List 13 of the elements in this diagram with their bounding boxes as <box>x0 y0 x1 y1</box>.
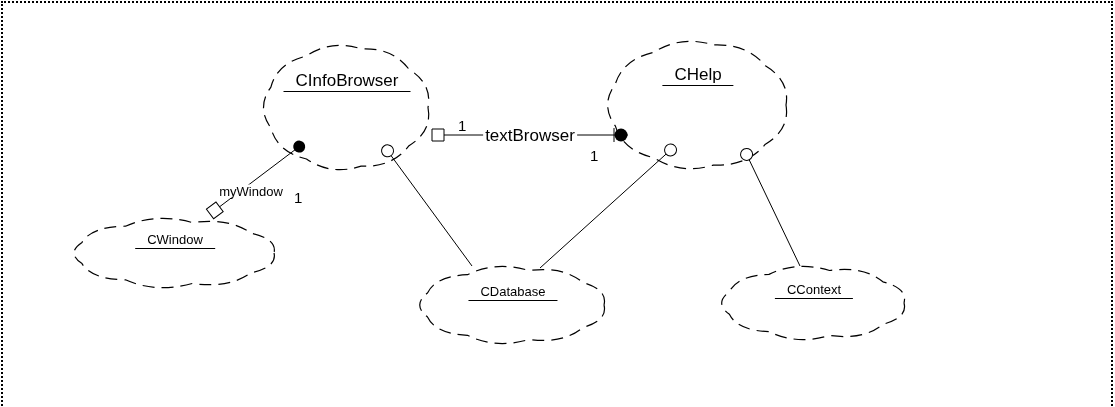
multiplicity: 1 <box>590 148 599 163</box>
association-line <box>381 144 473 267</box>
association-line <box>740 147 801 267</box>
association-line <box>539 143 678 269</box>
edge-label: textBrowser <box>483 126 577 144</box>
class-name: CInfoBrowser <box>283 70 411 93</box>
multiplicity: 1 <box>458 118 467 133</box>
class-name: CHelp <box>662 64 734 87</box>
multiplicity: 1 <box>294 190 303 205</box>
class-name: CDatabase <box>468 284 558 302</box>
class-name: CContext <box>774 282 854 300</box>
edge-label: myWindow <box>217 184 285 197</box>
class-name: CWindow <box>135 232 215 250</box>
